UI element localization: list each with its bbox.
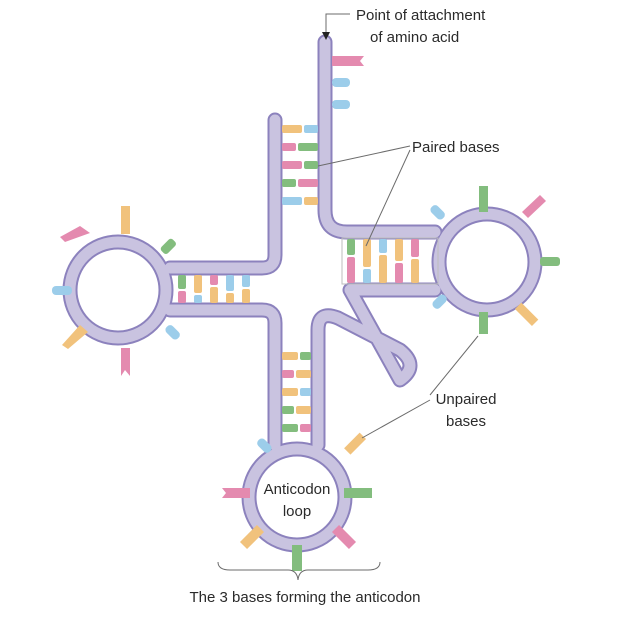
d-loop-unpaired-bases [52, 206, 180, 376]
acceptor-stem-pairs [282, 125, 318, 205]
t-loop-unpaired-bases [430, 186, 560, 334]
paired-bases-label: Paired bases [412, 139, 500, 156]
anticodon-stem-pairs [282, 352, 311, 432]
unpaired-bases-label-line2: bases [446, 413, 486, 430]
attachment-label-line1: Point of attachment [356, 7, 486, 24]
anticodon-loop-unpaired-bases [222, 432, 372, 571]
trna-backbone [62, 34, 543, 553]
t-stem-pairs [341, 237, 439, 285]
labels: Point of attachment of amino acid Paired… [190, 7, 500, 606]
d-stem-pairs [178, 275, 250, 303]
anticodon-bases-caption: The 3 bases forming the anticodon [190, 589, 421, 606]
unpaired-bases-label-line1: Unpaired [436, 391, 497, 408]
acceptor-overhang-bases [332, 56, 364, 109]
anticodon-loop-label-line2: loop [283, 503, 311, 520]
leader-lines [217, 13, 479, 581]
attachment-label-line2: of amino acid [370, 29, 459, 46]
anticodon-loop-label-line1: Anticodon [264, 481, 331, 498]
